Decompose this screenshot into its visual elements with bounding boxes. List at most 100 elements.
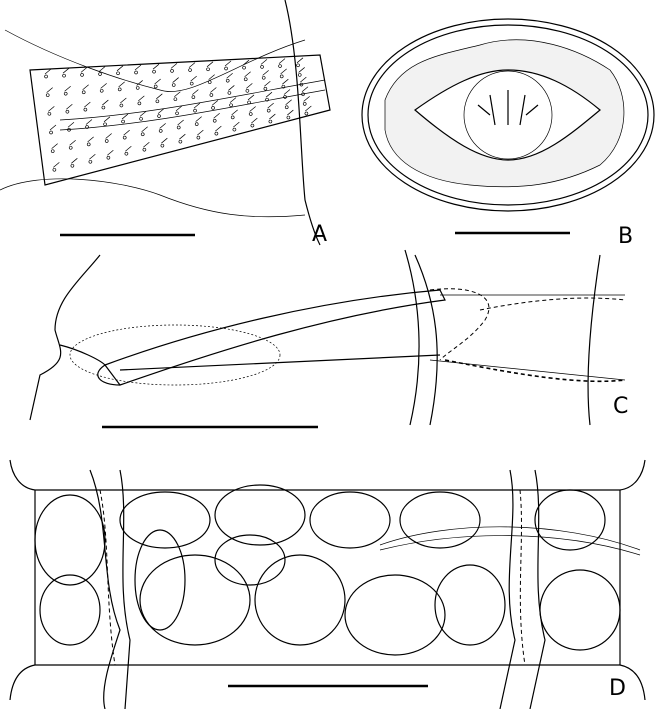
panel-b-drawing [361, 18, 655, 235]
spine [157, 108, 165, 118]
spine [134, 64, 142, 75]
spine [247, 94, 255, 105]
spine [196, 129, 204, 140]
panel-label-d: D [609, 676, 626, 701]
spine [209, 87, 217, 97]
lobe [399, 491, 481, 549]
spine [81, 84, 89, 95]
spine [283, 89, 291, 99]
spine [152, 63, 160, 74]
spine [191, 89, 199, 99]
panel-d-drawing [9, 459, 646, 709]
spine [230, 109, 238, 120]
spine [70, 158, 78, 168]
spine [44, 68, 52, 79]
lobe [134, 529, 186, 631]
spine [52, 162, 60, 172]
spine [116, 65, 124, 76]
spine [45, 87, 53, 97]
spine [207, 74, 215, 84]
spine [176, 119, 184, 130]
lobe [344, 574, 446, 656]
spine [137, 95, 145, 106]
spine [193, 102, 201, 113]
spine [266, 102, 274, 113]
spine [232, 121, 240, 132]
spine [83, 101, 91, 112]
spine [119, 97, 127, 108]
spine [50, 143, 58, 153]
spine [135, 80, 143, 90]
lobe [139, 554, 251, 646]
spine [211, 100, 219, 110]
spine [85, 119, 93, 129]
spine [281, 78, 289, 89]
spine [63, 85, 71, 96]
spine [225, 72, 233, 83]
spine [296, 57, 304, 68]
panel-label-a: A [312, 222, 328, 247]
spine [175, 105, 183, 116]
spine [103, 116, 111, 127]
lobe [119, 491, 211, 549]
spine [189, 75, 197, 86]
spine [88, 154, 96, 164]
spine [117, 81, 125, 92]
spine [153, 78, 161, 89]
spine [243, 71, 251, 82]
lobe [539, 569, 621, 651]
spine [67, 121, 75, 132]
lobe [309, 491, 391, 549]
spine [49, 124, 57, 135]
spine [160, 137, 168, 148]
spine [62, 67, 70, 78]
panel-label-c: C [613, 394, 629, 419]
spine [302, 96, 310, 106]
spine [265, 91, 273, 102]
spine [299, 76, 307, 87]
spine [139, 111, 147, 121]
spine [263, 80, 271, 91]
spine [124, 145, 132, 156]
spine [224, 60, 232, 71]
spine [104, 133, 112, 143]
spine [304, 105, 312, 116]
spine [278, 58, 286, 68]
panel-a-drawing [0, 0, 331, 246]
spine [229, 97, 237, 107]
spine [47, 106, 55, 116]
spine [101, 99, 109, 110]
spine [194, 116, 202, 126]
spine [188, 62, 196, 72]
spine [140, 126, 148, 137]
spine [248, 106, 256, 116]
spine [68, 140, 76, 150]
spine [170, 63, 178, 73]
spine [98, 66, 106, 76]
spine [268, 113, 276, 124]
lobe [34, 494, 106, 586]
spine [250, 117, 258, 128]
spine [279, 68, 287, 79]
spine [171, 77, 179, 87]
spine [260, 59, 268, 69]
spine [284, 99, 292, 110]
spine [214, 125, 222, 136]
lobe [214, 534, 286, 586]
spine [261, 70, 269, 80]
spine [155, 93, 163, 104]
spine [99, 83, 107, 93]
spine [65, 103, 73, 114]
spine [86, 136, 94, 147]
spine [122, 129, 130, 140]
spine [206, 61, 214, 72]
panel-c-drawing [29, 249, 626, 429]
lobe [214, 484, 306, 546]
spine [301, 86, 309, 97]
panel-label-b: B [618, 224, 634, 249]
spine [286, 109, 294, 120]
spine [173, 91, 181, 102]
spine [245, 83, 253, 93]
spine [158, 123, 166, 133]
spine [106, 149, 114, 160]
